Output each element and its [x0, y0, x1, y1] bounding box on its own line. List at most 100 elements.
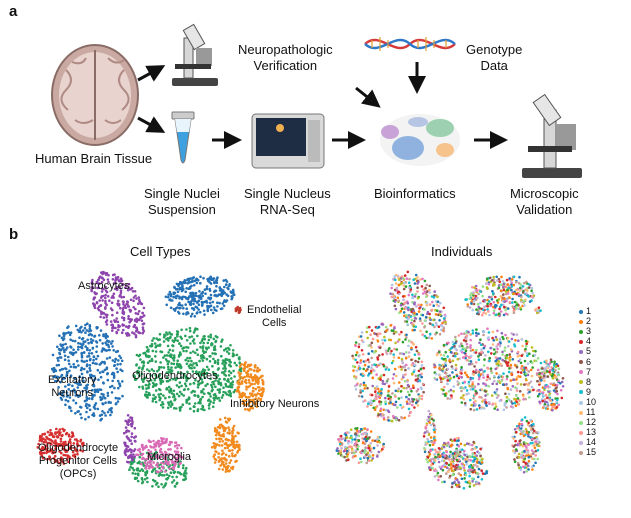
cell-point: [479, 301, 482, 305]
cell-point: [185, 399, 188, 403]
cell-point: [216, 305, 219, 308]
cell-point: [522, 395, 525, 398]
cell-point: [56, 436, 59, 439]
cell-point: [428, 459, 431, 462]
cell-point: [525, 352, 529, 355]
cell-point: [508, 353, 512, 356]
cell-point: [113, 273, 116, 276]
cell-point: [441, 459, 444, 463]
cell-point: [378, 362, 382, 366]
cell-point: [186, 387, 190, 391]
cell-point: [199, 399, 202, 402]
legend-swatch: [579, 390, 583, 395]
cell-point: [486, 302, 489, 306]
cell-point: [70, 435, 74, 439]
cell-point: [71, 432, 75, 435]
cell-point: [538, 392, 541, 396]
cell-point: [355, 351, 359, 354]
cell-point: [79, 439, 82, 443]
cell-point: [249, 363, 253, 367]
cell-point: [176, 371, 180, 374]
cell-point: [376, 356, 379, 359]
cell-point: [459, 349, 463, 353]
cell-point: [116, 397, 120, 400]
cell-point: [438, 450, 441, 454]
cell-point: [473, 365, 476, 368]
cell-point: [485, 277, 489, 281]
cell-point: [480, 478, 484, 481]
cell-point: [84, 331, 87, 335]
cell-point: [118, 384, 122, 388]
cell-point: [179, 461, 182, 465]
cell-point: [79, 368, 83, 372]
cell-point: [397, 356, 401, 360]
cell-point: [447, 470, 450, 473]
cell-point: [81, 359, 84, 363]
cell-point: [398, 333, 401, 336]
cell-point: [250, 376, 253, 379]
cell-point: [414, 378, 418, 382]
cell-point: [359, 457, 362, 461]
cell-point: [539, 390, 542, 393]
cell-point: [380, 374, 383, 377]
cell-point: [172, 455, 175, 459]
cell-point: [99, 304, 103, 307]
cell-point: [454, 338, 457, 342]
cell-point: [132, 453, 135, 456]
cell-point: [501, 375, 505, 379]
cell-point: [62, 332, 65, 336]
cell-point: [196, 334, 199, 338]
cell-point: [141, 326, 145, 329]
cell-point: [477, 370, 480, 373]
cell-point: [92, 355, 96, 358]
cell-point: [507, 392, 511, 396]
cell-point: [461, 464, 465, 468]
cell-point: [255, 380, 258, 384]
cell-point: [495, 275, 499, 279]
cell-point: [101, 360, 104, 364]
cell-point: [99, 310, 103, 314]
cell-point: [153, 479, 157, 483]
cell-point: [192, 283, 196, 287]
cell-point: [467, 380, 471, 384]
cell-point: [449, 377, 452, 380]
cell-point: [90, 333, 94, 337]
cell-point: [506, 297, 509, 301]
cell-point: [425, 458, 428, 461]
cell-point: [137, 366, 141, 370]
cell-point: [410, 389, 413, 393]
cell-point: [432, 318, 435, 322]
cell-point: [117, 299, 120, 303]
cell-point: [248, 384, 252, 388]
cell-point: [402, 405, 405, 409]
cell-point: [510, 278, 514, 281]
cell-point: [174, 336, 177, 340]
cell-point: [531, 427, 535, 431]
cell-point: [175, 377, 178, 381]
brain-label: Human Brain Tissue: [35, 151, 153, 166]
cell-point: [410, 318, 414, 322]
cell-point: [534, 454, 537, 457]
cell-point: [434, 455, 437, 459]
individuals-title: Individuals: [431, 244, 493, 259]
cell-point: [169, 471, 173, 475]
cell-point: [511, 358, 515, 361]
cell-point: [475, 348, 478, 352]
cell-point: [411, 403, 414, 407]
cell-point: [466, 305, 470, 308]
cell-point: [183, 295, 187, 299]
cell-point: [216, 301, 219, 305]
cell-point: [234, 307, 238, 311]
cell-point: [471, 460, 475, 463]
cell-point: [404, 306, 407, 310]
cell-point: [474, 351, 478, 354]
cell-point: [186, 277, 190, 281]
cell-point: [106, 391, 110, 395]
cell-point: [441, 468, 445, 472]
cell-point: [42, 440, 46, 444]
cell-point: [185, 379, 188, 383]
cell-point: [74, 412, 77, 415]
cell-point: [511, 385, 515, 388]
cell-point: [171, 349, 175, 352]
cell-point: [180, 371, 183, 375]
